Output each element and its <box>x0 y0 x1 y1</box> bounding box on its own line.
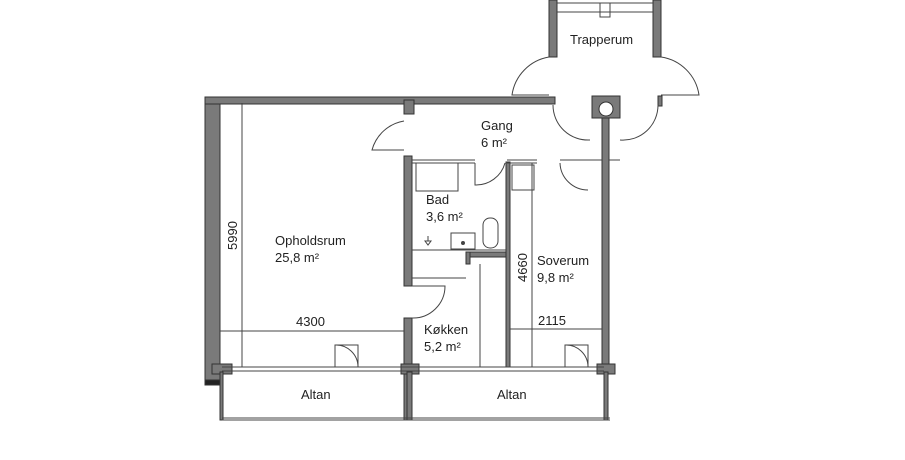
room-name: Trapperum <box>570 32 634 47</box>
room-gang: Gang 6 m² <box>481 117 513 151</box>
dimension-bedroom-width: 2115 <box>538 313 566 328</box>
room-area: 25,8 m² <box>275 250 320 265</box>
room-name: Opholdsrum <box>275 233 346 248</box>
shaft-icon <box>598 101 614 117</box>
room-area: 3,6 m² <box>426 209 463 224</box>
room-soverum: Soverum 9,8 m² <box>537 252 589 286</box>
room-area: 5,2 m² <box>424 339 461 354</box>
room-koekken: Køkken 5,2 m² <box>424 321 468 355</box>
walls <box>204 0 663 421</box>
room-area: 6 m² <box>481 135 507 150</box>
room-name: Køkken <box>424 322 469 337</box>
dimension-living-width: 4300 <box>296 314 325 329</box>
room-name: Bad <box>426 192 450 207</box>
room-name: Altan <box>497 387 527 402</box>
room-name: Altan <box>301 387 331 402</box>
thin-lines <box>220 2 700 421</box>
room-trapperum: Trapperum <box>570 31 633 48</box>
room-name: Gang <box>481 118 513 133</box>
room-bad: Bad 3,6 m² <box>426 191 463 225</box>
room-area: 9,8 m² <box>537 270 574 285</box>
room-name: Soverum <box>537 253 590 268</box>
dimension-bedroom-height: 4660 <box>514 253 530 282</box>
dimension-living-height: 5990 <box>224 221 240 250</box>
room-altan-right: Altan <box>497 386 527 403</box>
room-altan-left: Altan <box>301 386 331 403</box>
room-opholdsrum: Opholdsrum 25,8 m² <box>275 232 346 266</box>
